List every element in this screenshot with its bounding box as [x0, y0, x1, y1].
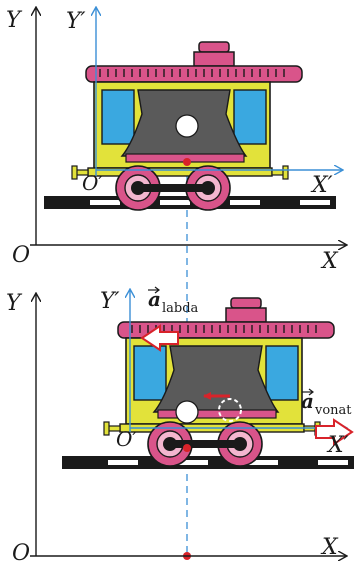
top-y-label: Y [6, 8, 23, 33]
top-x-label: X [320, 249, 339, 274]
top-ball [176, 115, 198, 137]
bottom-track [62, 456, 354, 469]
ball-accel-subscript: labda [162, 301, 199, 316]
bottom-ball [176, 401, 198, 423]
bottom-x-label: X [320, 535, 339, 560]
bottom-origin-prime-label: O′ [116, 427, 137, 451]
top-origin-prime-label: O′ [82, 171, 103, 195]
top-panel: Y X O Y′ X′ O′ [6, 8, 346, 556]
bottom-panel: Y X O Y′ X′ O′ a labda a vonat [6, 287, 354, 563]
ball-acceleration-label: a labda [148, 287, 199, 316]
bottom-y-prime-label: Y′ [100, 289, 120, 314]
bottom-train-car [104, 298, 334, 466]
bottom-ball-marker-dot [183, 444, 191, 452]
bottom-origin-label: O [12, 541, 30, 563]
top-x-prime-label: X′ [310, 173, 333, 198]
ball-accel-symbol: a [148, 287, 161, 311]
bottom-y-label: Y [6, 291, 23, 316]
train-acceleration-label: a vonat [301, 389, 352, 418]
top-ball-origin-dot [183, 158, 191, 166]
bottom-x-prime-label: X′ [326, 433, 349, 458]
top-origin-label: O [12, 243, 30, 268]
train-accel-subscript: vonat [314, 403, 352, 418]
train-accel-symbol: a [301, 389, 314, 413]
top-y-prime-label: Y′ [66, 9, 86, 34]
